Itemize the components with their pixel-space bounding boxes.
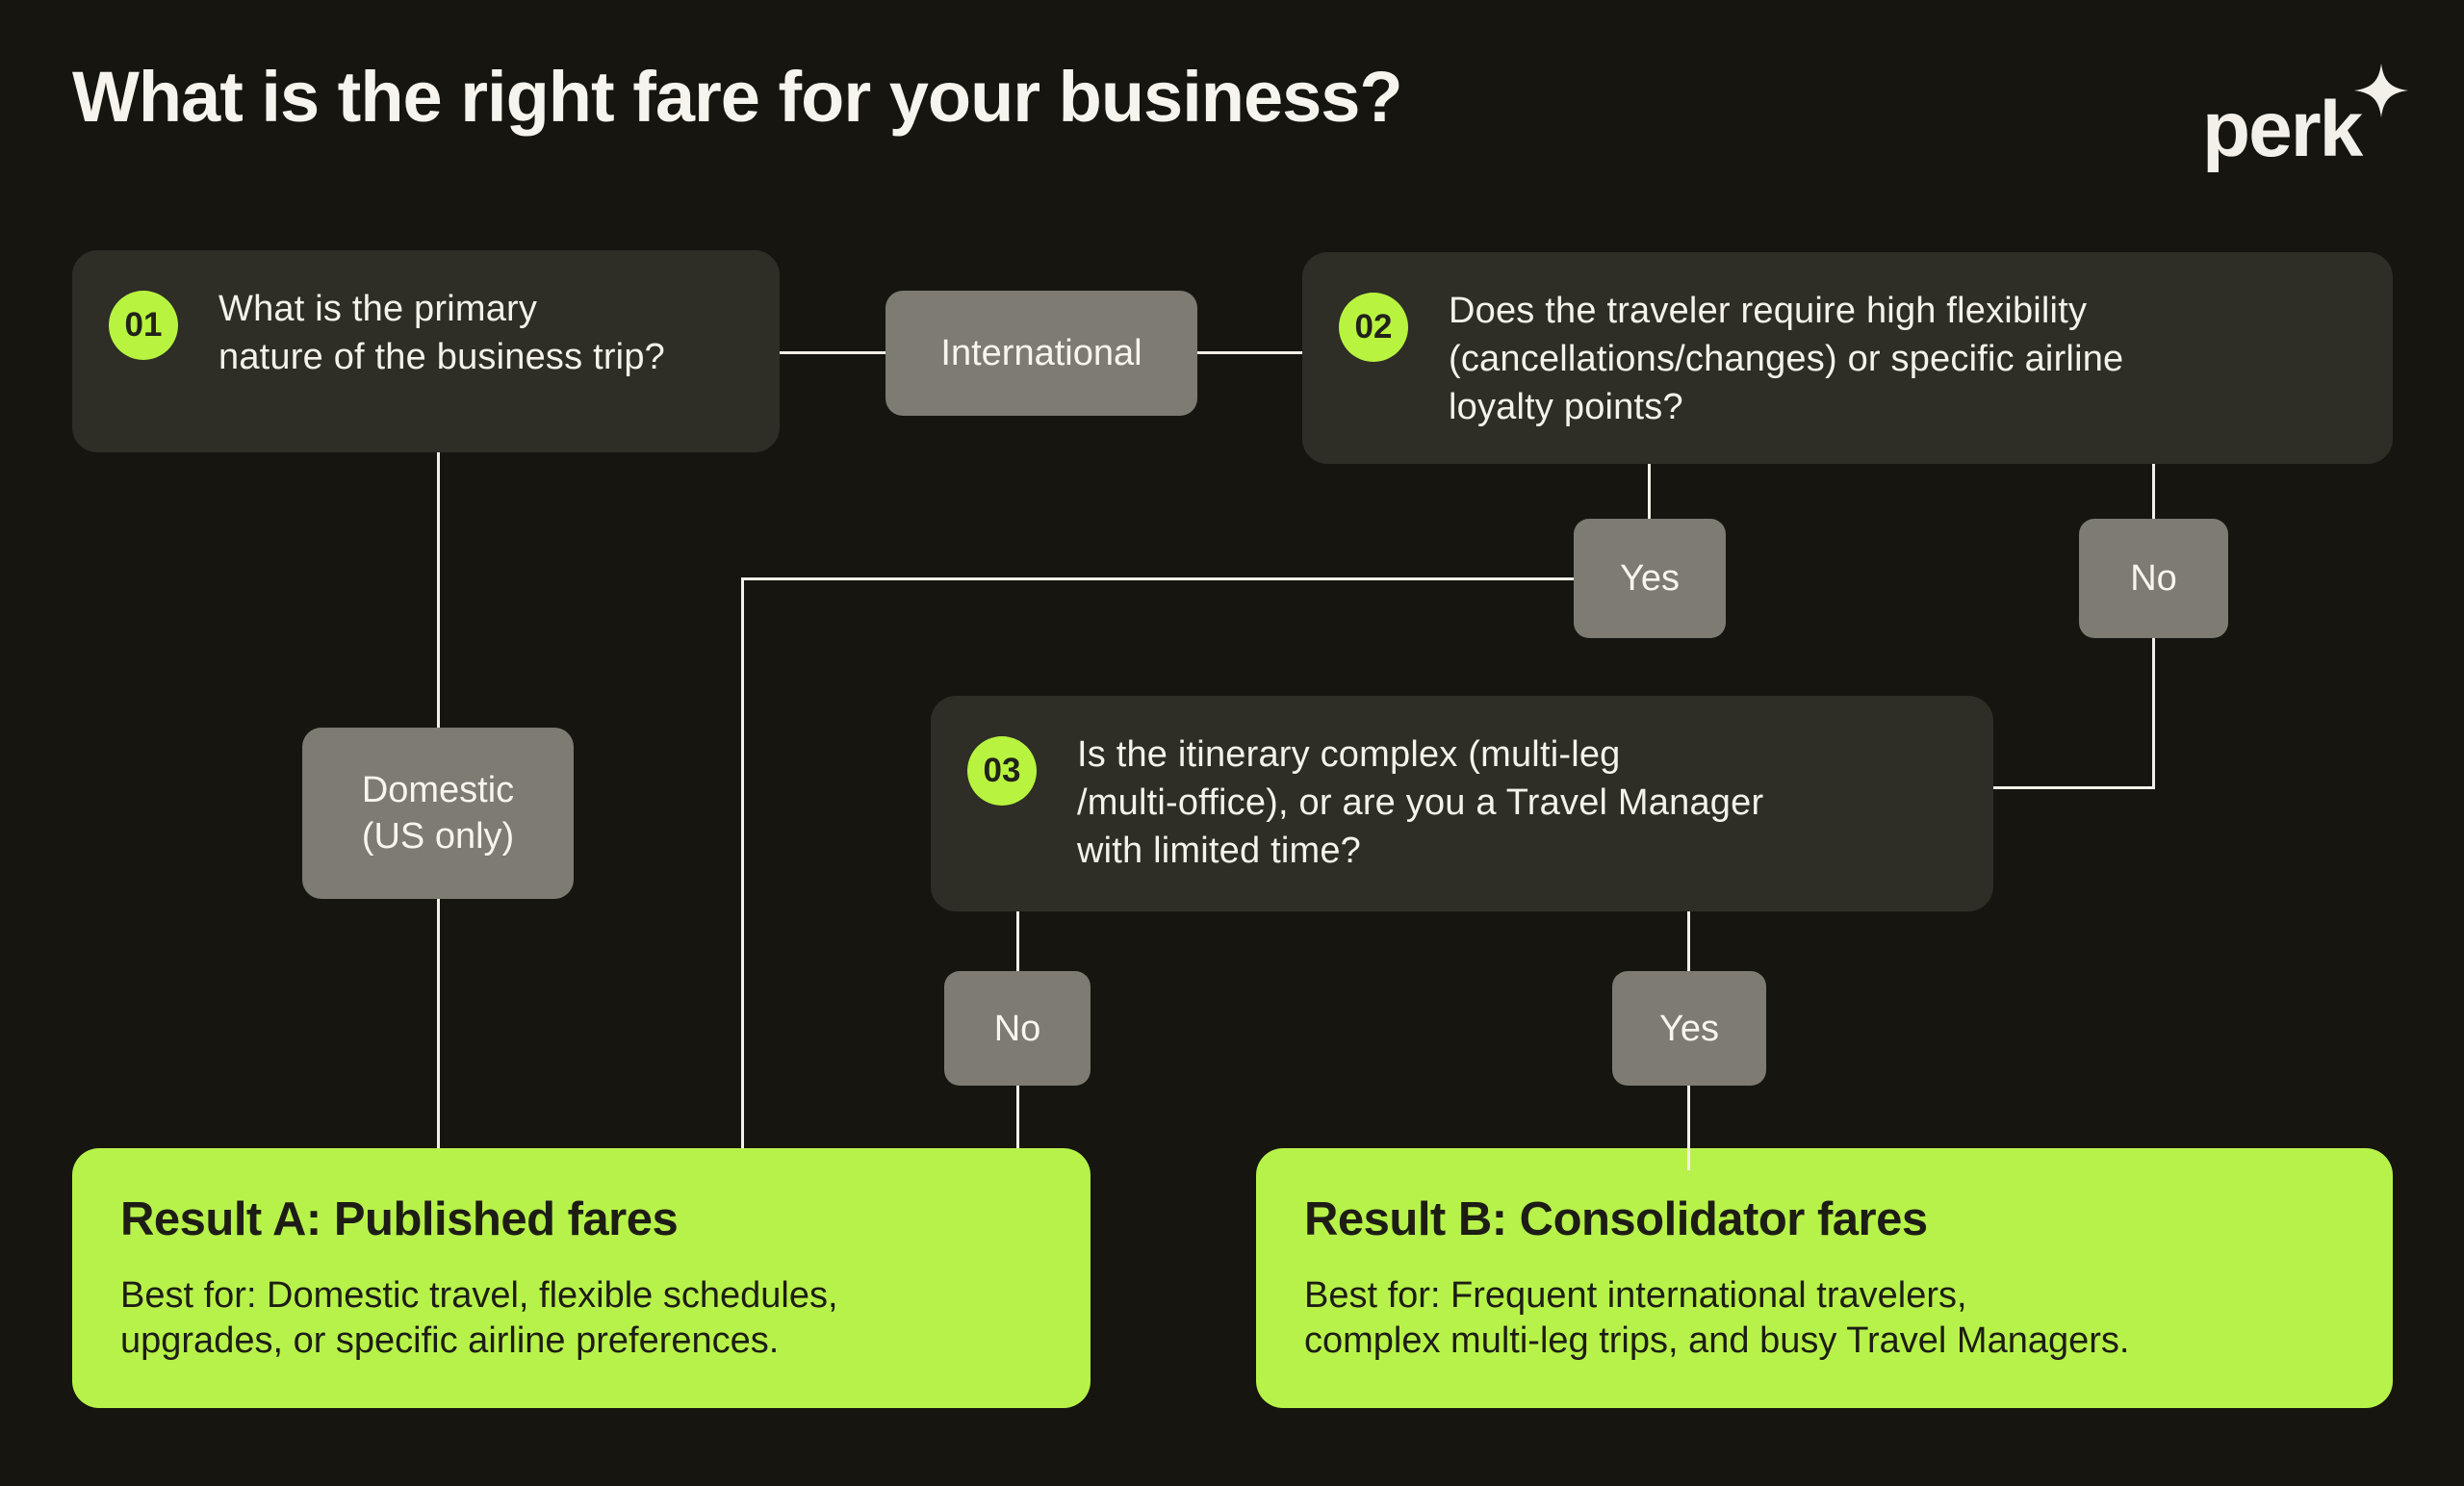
question-text-01: What is the primary nature of the busine… — [218, 289, 665, 377]
connector-no-vertical — [2152, 638, 2155, 789]
result-b-title: Result B: Consolidator fares — [1304, 1193, 1928, 1245]
question-card-03: 03 Is the itinerary complex (multi-leg /… — [931, 696, 1993, 911]
branch-label-q2-no: No — [2079, 519, 2228, 638]
result-b-body: Best for: Frequent international travele… — [1304, 1275, 2130, 1361]
connector-no-to-q3 — [1993, 786, 2155, 789]
connector-q1-to-international — [780, 351, 888, 354]
connector-yes-horizontal — [741, 577, 1575, 580]
sparkle-star-icon — [2354, 64, 2408, 117]
connector-q2-to-no — [2152, 464, 2155, 519]
result-card-b: Result B: Consolidator fares Best for: F… — [1256, 1148, 2393, 1408]
question-card-02: 02 Does the traveler require high flexib… — [1302, 252, 2393, 464]
perk-logo-text: perk — [2202, 86, 2363, 173]
result-a-body: Best for: Domestic travel, flexible sche… — [120, 1275, 838, 1361]
result-a-title: Result A: Published fares — [120, 1193, 679, 1245]
question-text-03: Is the itinerary complex (multi-leg /mul… — [1077, 734, 1764, 871]
connector-q2-to-yes — [1648, 464, 1651, 519]
branch-label-international: International — [886, 291, 1197, 416]
step-badge-01: 01 — [109, 291, 178, 360]
branch-label-domestic: Domestic (US only) — [302, 728, 574, 899]
step-badge-02: 02 — [1339, 293, 1408, 362]
branch-label-q3-no: No — [944, 971, 1091, 1086]
connector-yes-to-result-a — [741, 577, 744, 1148]
question-card-01: 01 What is the primary nature of the bus… — [72, 250, 780, 452]
page-title: What is the right fare for your business… — [72, 57, 1403, 137]
perk-logo: perk — [2202, 58, 2424, 183]
connector-yes-to-result-b — [1687, 1086, 1690, 1170]
connector-q3-to-yes — [1687, 911, 1690, 971]
branch-label-q2-yes: Yes — [1574, 519, 1726, 638]
connector-international-to-q2 — [1194, 351, 1304, 354]
step-badge-03: 03 — [967, 736, 1037, 806]
question-text-02: Does the traveler require high flexibili… — [1449, 291, 2124, 427]
branch-label-q3-yes: Yes — [1612, 971, 1766, 1086]
result-card-a: Result A: Published fares Best for: Dome… — [72, 1148, 1091, 1408]
